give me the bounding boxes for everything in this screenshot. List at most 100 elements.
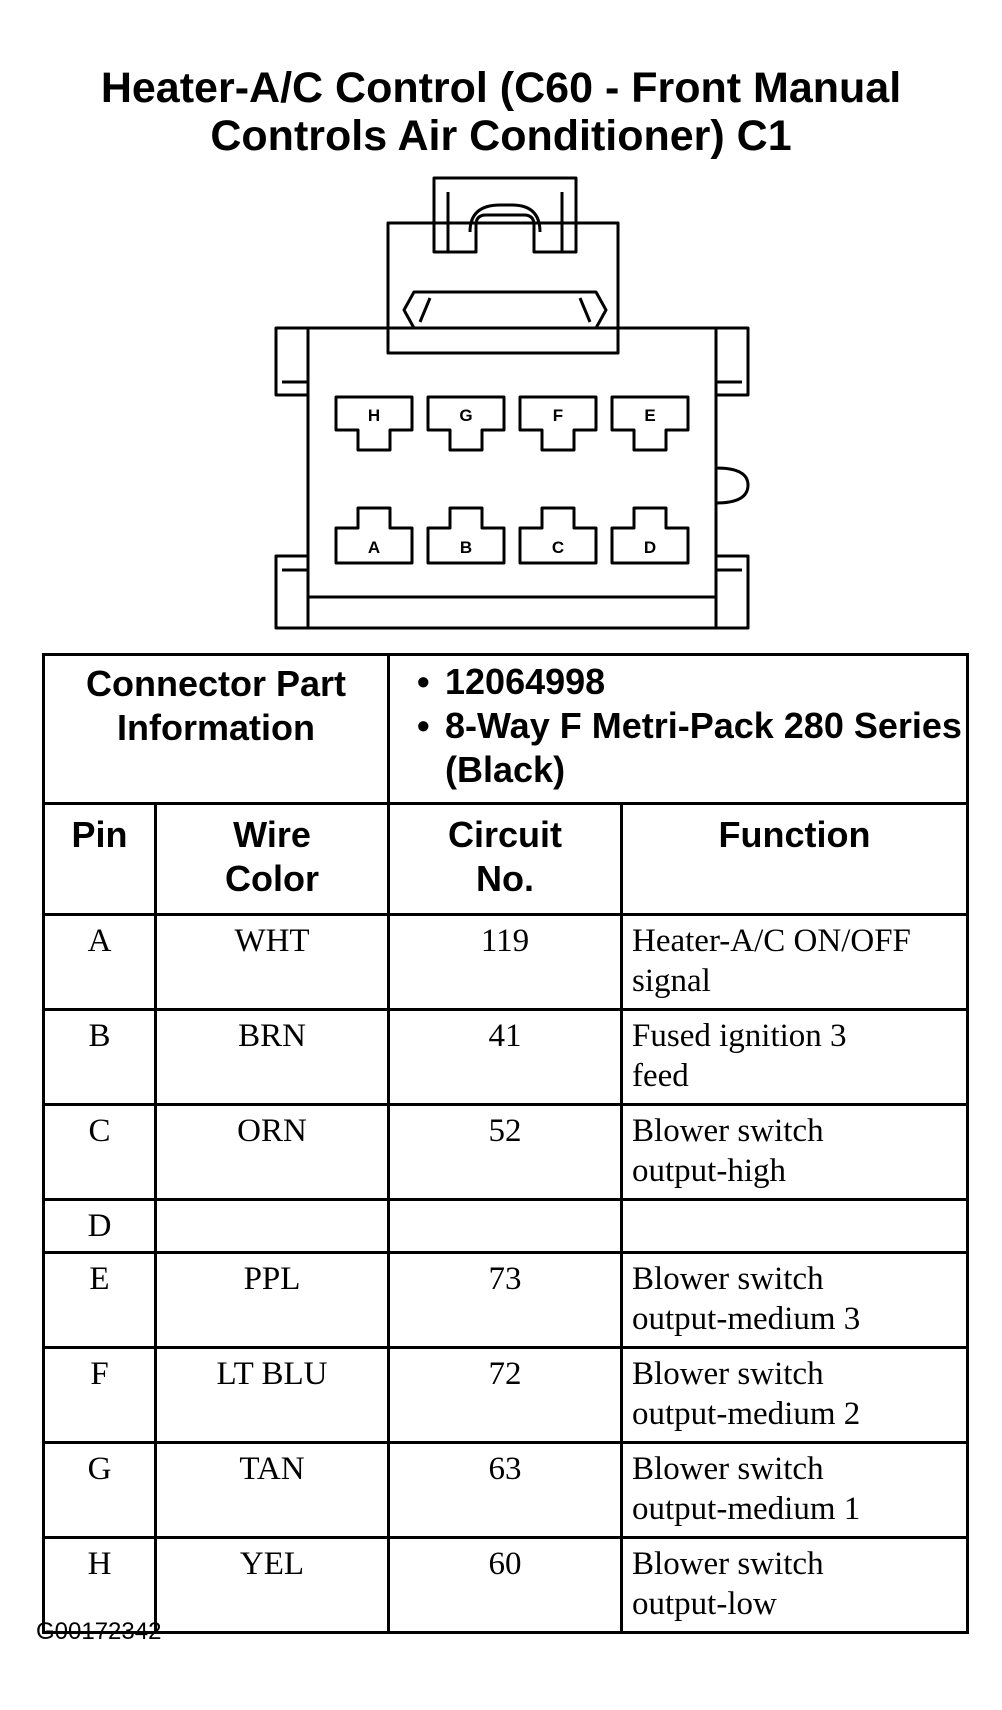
- wire-header-line-2: Color: [225, 858, 319, 899]
- column-header-row: Pin Wire Color Circuit No. Function: [42, 802, 970, 916]
- cavity-h: [334, 395, 414, 452]
- wire-color-cell: [153, 1198, 391, 1254]
- cavity-label-f: F: [553, 406, 563, 425]
- right-bottom-tab: [714, 554, 750, 630]
- function-line-1: Fused ignition 3: [632, 1018, 847, 1054]
- table-row: A WHT 119 Heater-A/C ON/OFF signal: [42, 913, 970, 1011]
- cavity-f: [518, 395, 598, 452]
- function-line-2: output-medium 2: [632, 1396, 861, 1432]
- function-cell: Blower switch output-high: [620, 1103, 970, 1201]
- function-line-1: Blower switch: [632, 1356, 824, 1392]
- circuit-cell: 63: [387, 1441, 624, 1539]
- cavity-d: [610, 506, 690, 565]
- figure-id: G00172342: [36, 1618, 162, 1645]
- function-line-2: output-high: [632, 1153, 787, 1189]
- circuit-cell: 119: [387, 913, 624, 1011]
- pin-column-header: Pin: [42, 802, 157, 916]
- function-cell: [620, 1198, 970, 1254]
- table-row: F LT BLU 72 Blower switch output-medium 2: [42, 1346, 970, 1444]
- info-label-line-1: Connector Part: [85, 663, 347, 704]
- function-line-2: signal: [632, 963, 711, 999]
- wire-color-cell: BRN: [153, 1008, 391, 1106]
- table-row: B BRN 41 Fused ignition 3 feed: [42, 1008, 970, 1106]
- wire-color-cell: YEL: [153, 1536, 391, 1634]
- connector-diagram: H G F E A B C D: [274, 176, 750, 630]
- function-cell: Fused ignition 3 feed: [620, 1008, 970, 1106]
- circuit-cell: [387, 1198, 624, 1254]
- left-top-tab: [274, 326, 310, 397]
- connector-info-label: Connector Part Information: [41, 653, 391, 805]
- cavity-c: [518, 506, 598, 565]
- cavity-label-e: E: [644, 406, 655, 425]
- function-line-2: output-medium 1: [632, 1491, 861, 1527]
- part-number: 12064998: [417, 660, 966, 704]
- cavity-g: [426, 395, 506, 452]
- connector-info-row: Connector Part Information 12064998 8-Wa…: [41, 653, 970, 805]
- pinout-table: Connector Part Information 12064998 8-Wa…: [41, 653, 970, 1634]
- latch-loop: [468, 203, 542, 233]
- circuit-cell: 41: [387, 1008, 624, 1106]
- function-cell: Blower switch output-medium 2: [620, 1346, 970, 1444]
- circuit-header-line-1: Circuit: [448, 814, 563, 855]
- pin-cell: G: [42, 1441, 157, 1539]
- page-title: Heater-A/C Control (C60 - Front Manual C…: [0, 64, 1002, 160]
- function-line-2: output-medium 3: [632, 1301, 861, 1337]
- function-cell: Blower switch output-medium 3: [620, 1251, 970, 1349]
- info-label-line-2: Information: [117, 707, 315, 748]
- wire-color-cell: WHT: [153, 913, 391, 1011]
- cavity-e: [610, 395, 690, 452]
- pin-cell: D: [42, 1198, 157, 1254]
- pin-cell: C: [42, 1103, 157, 1201]
- cavity-label-d: D: [644, 538, 656, 557]
- table-row: E PPL 73 Blower switch output-medium 3: [42, 1251, 970, 1349]
- wire-color-cell: LT BLU: [153, 1346, 391, 1444]
- cavity-label-c: C: [552, 538, 564, 557]
- cavity-b: [426, 506, 506, 565]
- pin-cell: A: [42, 913, 157, 1011]
- cavity-label-h: H: [368, 406, 380, 425]
- circuit-column-header: Circuit No.: [387, 802, 624, 916]
- latch-ramp: [402, 290, 608, 330]
- pin-cell: F: [42, 1346, 157, 1444]
- function-header-text: Function: [718, 814, 871, 855]
- function-line-1: Blower switch: [632, 1451, 824, 1487]
- function-cell: Blower switch output-medium 1: [620, 1441, 970, 1539]
- function-column-header: Function: [620, 802, 970, 916]
- function-cell: Blower switch output-low: [620, 1536, 970, 1634]
- wire-color-cell: PPL: [153, 1251, 391, 1349]
- table-row: C ORN 52 Blower switch output-high: [42, 1103, 970, 1201]
- pin-cell: E: [42, 1251, 157, 1349]
- latch-housing: [386, 221, 620, 355]
- table-row: D: [42, 1198, 970, 1254]
- left-bottom-tab: [274, 554, 310, 630]
- function-line-2: feed: [632, 1058, 689, 1094]
- pin-header-text: Pin: [71, 814, 128, 855]
- function-cell: Heater-A/C ON/OFF signal: [620, 913, 970, 1011]
- circuit-cell: 60: [387, 1536, 624, 1634]
- connector-type: 8-Way F Metri-Pack 280 Series (Black): [417, 704, 966, 792]
- cavity-label-g: G: [459, 406, 472, 425]
- wire-color-cell: TAN: [153, 1441, 391, 1539]
- connector-info-values: 12064998 8-Way F Metri-Pack 280 Series (…: [387, 653, 970, 805]
- function-line-1: Blower switch: [632, 1546, 824, 1582]
- function-line-2: output-low: [632, 1586, 777, 1622]
- latch-arm: [432, 176, 578, 254]
- cavity-a: [334, 506, 414, 565]
- table-row: G TAN 63 Blower switch output-medium 1: [42, 1441, 970, 1539]
- function-line-1: Blower switch: [632, 1113, 824, 1149]
- wire-color-cell: ORN: [153, 1103, 391, 1201]
- connector-body: [306, 326, 718, 630]
- circuit-cell: 72: [387, 1346, 624, 1444]
- function-line-1: Blower switch: [632, 1261, 824, 1297]
- pin-cell: B: [42, 1008, 157, 1106]
- function-line-1: Heater-A/C ON/OFF: [632, 923, 911, 959]
- cavity-label-a: A: [368, 538, 380, 557]
- title-line-1: Heater-A/C Control (C60 - Front Manual: [100, 64, 902, 112]
- right-top-tab: [714, 326, 750, 397]
- title-line-2: Controls Air Conditioner) C1: [210, 112, 792, 160]
- wire-color-column-header: Wire Color: [153, 802, 391, 916]
- circuit-cell: 73: [387, 1251, 624, 1349]
- cavity-label-b: B: [460, 538, 472, 557]
- circuit-cell: 52: [387, 1103, 624, 1201]
